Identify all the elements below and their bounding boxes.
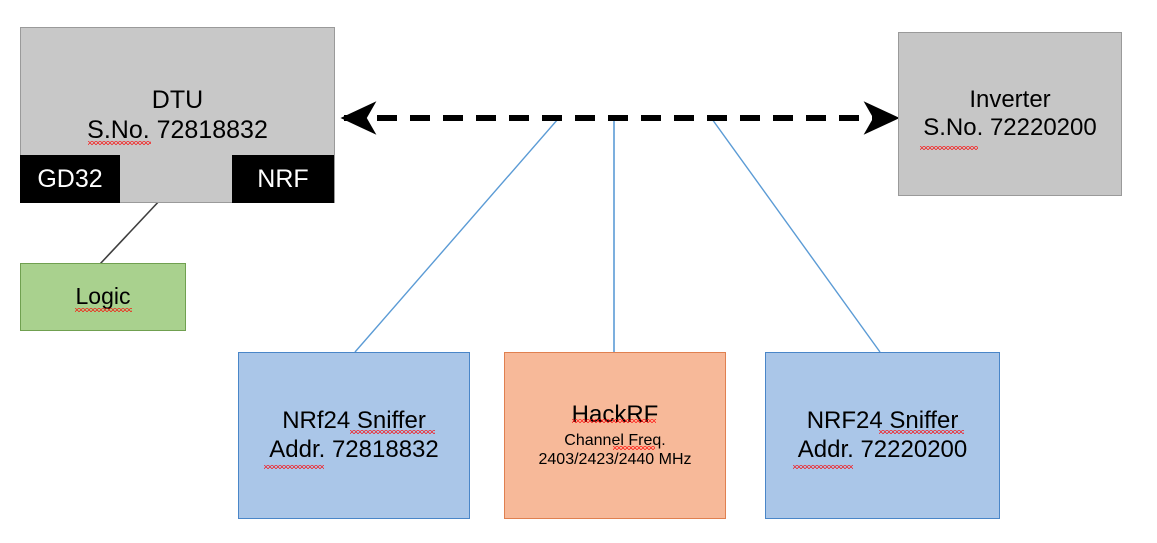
chip-gd32[interactable]: GD32 xyxy=(20,155,120,203)
inverter-serial: S.No. 72220200 xyxy=(923,114,1097,141)
gd32-label: GD32 xyxy=(37,164,103,193)
spellcheck-underline-hackrf-freq xyxy=(613,446,655,450)
device-hackrf[interactable]: HackRF Channel Freq. 2403/2423/2440 MHz xyxy=(504,352,726,519)
sniffer-right-address: Addr. 72220200 xyxy=(797,435,968,463)
spellcheck-underline-sniffer-right-addr xyxy=(793,465,853,469)
spellcheck-underline-inverter-serial xyxy=(920,146,978,150)
spellcheck-underline-logic xyxy=(75,308,132,312)
hackrf-freq-values: 2403/2423/2440 MHz xyxy=(538,450,692,468)
connector-sniffer-left-to-link xyxy=(354,118,559,353)
spellcheck-underline-sniffer-right-name xyxy=(879,430,964,434)
inverter-name: Inverter xyxy=(969,85,1051,113)
device-sniffer-right[interactable]: NRF24 Sniffer Addr. 72220200 xyxy=(765,352,1000,519)
hackrf-name: HackRF xyxy=(571,401,659,429)
dtu-serial: S.No. 72818832 xyxy=(87,115,268,144)
sniffer-left-name: NRf24 Sniffer xyxy=(282,407,426,435)
device-logic-analyzer[interactable]: Logic xyxy=(20,263,186,331)
spellcheck-underline-dtu-serial xyxy=(88,141,151,145)
logic-label: Logic xyxy=(75,283,131,310)
chip-nrf[interactable]: NRF xyxy=(232,155,334,203)
hackrf-freq-caption: Channel Freq. xyxy=(564,431,666,449)
connector-sniffer-right-to-link xyxy=(711,118,881,353)
spellcheck-underline-sniffer-left-name xyxy=(350,430,435,434)
sniffer-left-address: Addr. 72818832 xyxy=(269,435,439,463)
nrf-label: NRF xyxy=(257,164,309,193)
spellcheck-underline-hackrf-name xyxy=(572,419,656,423)
spellcheck-underline-sniffer-left-addr xyxy=(264,465,324,469)
sniffer-right-name: NRF24 Sniffer xyxy=(806,407,959,435)
device-sniffer-left[interactable]: NRf24 Sniffer Addr. 72818832 xyxy=(238,352,470,519)
device-inverter[interactable]: Inverter S.No. 72220200 xyxy=(898,32,1122,196)
dtu-name: DTU xyxy=(151,86,204,114)
